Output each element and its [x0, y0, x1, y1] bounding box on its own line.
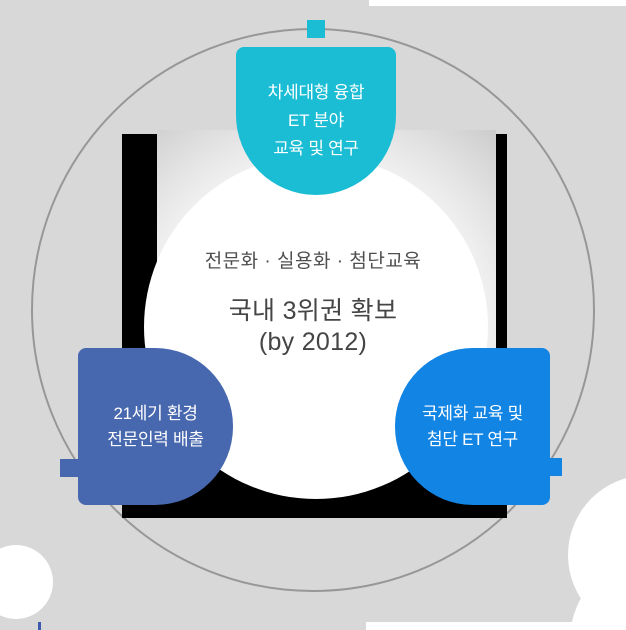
center-title-main: 국내 3위권 확보: [228, 297, 398, 325]
top-right-white-strip: [369, 0, 626, 6]
bubble-left-line-2: 전문인력 배출: [107, 429, 204, 449]
bubble-left-line-1: 21세기 환경: [113, 403, 198, 423]
bubble-left: 21세기 환경 전문인력 배출: [78, 348, 233, 505]
orbit-node-top: [307, 20, 325, 38]
bubble-top-line-3: 교육 및 연구: [273, 139, 359, 158]
bottom-white-strip: [366, 622, 626, 630]
center-title: 국내 3위권 확보 (by 2012): [0, 296, 626, 358]
bubble-right: 국제화 교육 및 첨단 ET 연구: [395, 348, 550, 505]
bubble-right-line-1: 국제화 교육 및: [422, 403, 523, 423]
bubble-top-line-1: 차세대형 융합: [267, 83, 365, 102]
bubble-right-line-2: 첨단 ET 연구: [426, 429, 519, 449]
center-title-year: (by 2012): [258, 328, 368, 356]
blue-tick-mark: [38, 622, 41, 630]
center-subtitle: 전문화 · 실용화 · 첨단교육: [204, 251, 422, 272]
bubble-top-line-2: ET 분야: [288, 111, 344, 130]
orbit-node-left: [60, 459, 78, 477]
bubble-top: 차세대형 융합 ET 분야 교육 및 연구: [236, 47, 396, 195]
